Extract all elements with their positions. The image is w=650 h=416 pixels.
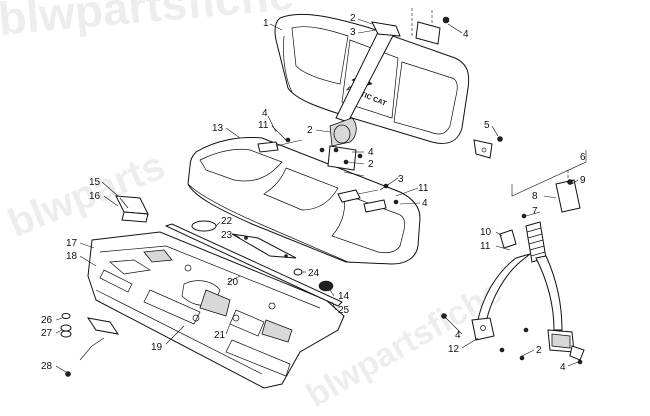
floor-trim-bar [164,223,343,307]
callout-4: 4 [368,147,374,158]
callout-26: 26 [41,315,53,326]
callout-21: 21 [214,330,226,341]
callout-8: 8 [532,191,538,202]
callout-4: 4 [560,362,566,373]
backrest-belt-strap [329,21,401,147]
callout-5: 5 [484,120,490,131]
callout-4: 4 [422,198,428,209]
grommet [293,268,303,276]
callout-1: 1 [263,18,269,29]
callout-2: 2 [307,125,313,136]
belt-anchor-plate [441,313,525,361]
cushion-buckle-right [337,189,387,213]
access-plug [191,220,217,232]
callout-2: 2 [536,345,542,356]
callout-3: 3 [350,27,356,38]
callout-4: 4 [463,29,469,40]
callout-11: 11 [480,241,491,252]
callout-7: 7 [532,206,538,217]
callout-17: 17 [66,238,78,249]
callout-9: 9 [580,175,586,186]
callout-12: 12 [448,344,460,355]
floor-fasteners [60,313,120,377]
callout-2: 2 [368,159,374,170]
leader-lines [55,18,579,373]
callout-2: 2 [350,13,356,24]
callout-14: 14 [338,291,350,302]
floor-pan [87,231,345,389]
belt-retractor-mount [555,170,581,213]
callout-4: 4 [455,330,461,341]
access-panel [231,233,297,259]
callout-18: 18 [66,251,78,262]
bumper-pad [318,280,334,292]
callout-24: 24 [308,268,320,279]
callout-10: 10 [480,227,492,238]
callout-23: 23 [221,230,233,241]
seat-latch-bracket [115,195,149,223]
backrest-mount-bracket [411,8,450,45]
retractor-cover [499,229,517,249]
cushion-buckle-left [257,137,303,153]
seat-cushion [187,137,421,265]
callout-22: 22 [221,216,233,227]
callout-4: 4 [262,108,268,119]
callout-16: 16 [89,191,101,202]
callout-11: 11 [258,120,269,131]
callout-20: 20 [227,277,239,288]
exploded-parts-diagram: ARCTIC CAT [41,8,587,389]
belt-buckle-latch [523,327,585,365]
callout-19: 19 [151,342,163,353]
callout-15: 15 [89,177,101,188]
callout-28: 28 [41,361,53,372]
callout-11: 11 [418,183,429,194]
callout-labels: 1 2 3 4 5 4 11 2 13 4 2 3 11 4 15 16 22 … [41,13,586,373]
callout-3: 3 [398,174,404,185]
callout-13: 13 [212,123,224,134]
seat-back-bracket [473,136,503,159]
callout-6: 6 [580,152,586,163]
callout-27: 27 [41,328,53,339]
belt-group-bracket [511,150,587,197]
callout-25: 25 [338,305,350,316]
